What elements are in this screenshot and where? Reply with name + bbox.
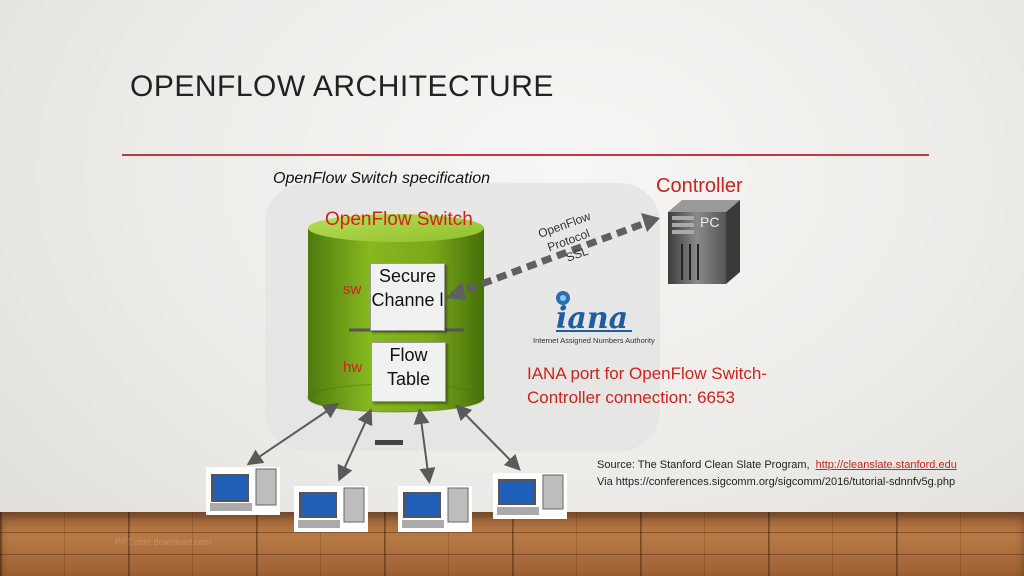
switch-label: OpenFlow Switch: [325, 209, 473, 230]
wood-floor: [0, 512, 1024, 576]
sw-label: sw: [343, 281, 362, 298]
iana-port-text: IANA port for OpenFlow Switch-Controller…: [527, 364, 767, 407]
title-divider: [122, 154, 929, 156]
secure-channel-box: Secure Channe l: [370, 263, 445, 331]
controller-label: Controller: [656, 175, 743, 197]
server-tower-icon: [668, 200, 740, 284]
desktop-computer-icon: [206, 467, 280, 515]
desktop-computer-icon: [493, 473, 567, 519]
iana-logo-icon: iana: [556, 291, 632, 336]
source-line: Source: The Stanford Clean Slate Program…: [597, 459, 957, 471]
watermark: PPT.com download.com: [115, 537, 212, 547]
hw-label: hw: [343, 359, 363, 376]
desktop-computer-icon: [294, 486, 368, 532]
spec-label: OpenFlow Switch specification: [273, 170, 490, 187]
host-links: [246, 402, 521, 484]
openflow-protocol-arrow: [446, 213, 660, 300]
source-link[interactable]: http://cleanslate.stanford.edu: [815, 459, 957, 471]
via-line: Via https://conferences.sigcomm.org/sigc…: [597, 476, 956, 488]
slide-title: OPENFLOW ARCHITECTURE: [130, 70, 554, 103]
desktop-computer-icon: [398, 486, 472, 532]
dash-mark: [375, 440, 403, 445]
source-text: Source: The Stanford Clean Slate Program…: [597, 459, 810, 471]
iana-caption: Internet Assigned Numbers Authority: [533, 336, 655, 345]
flow-table-box: Flow Table: [371, 342, 446, 402]
pc-label: PC: [700, 214, 720, 230]
